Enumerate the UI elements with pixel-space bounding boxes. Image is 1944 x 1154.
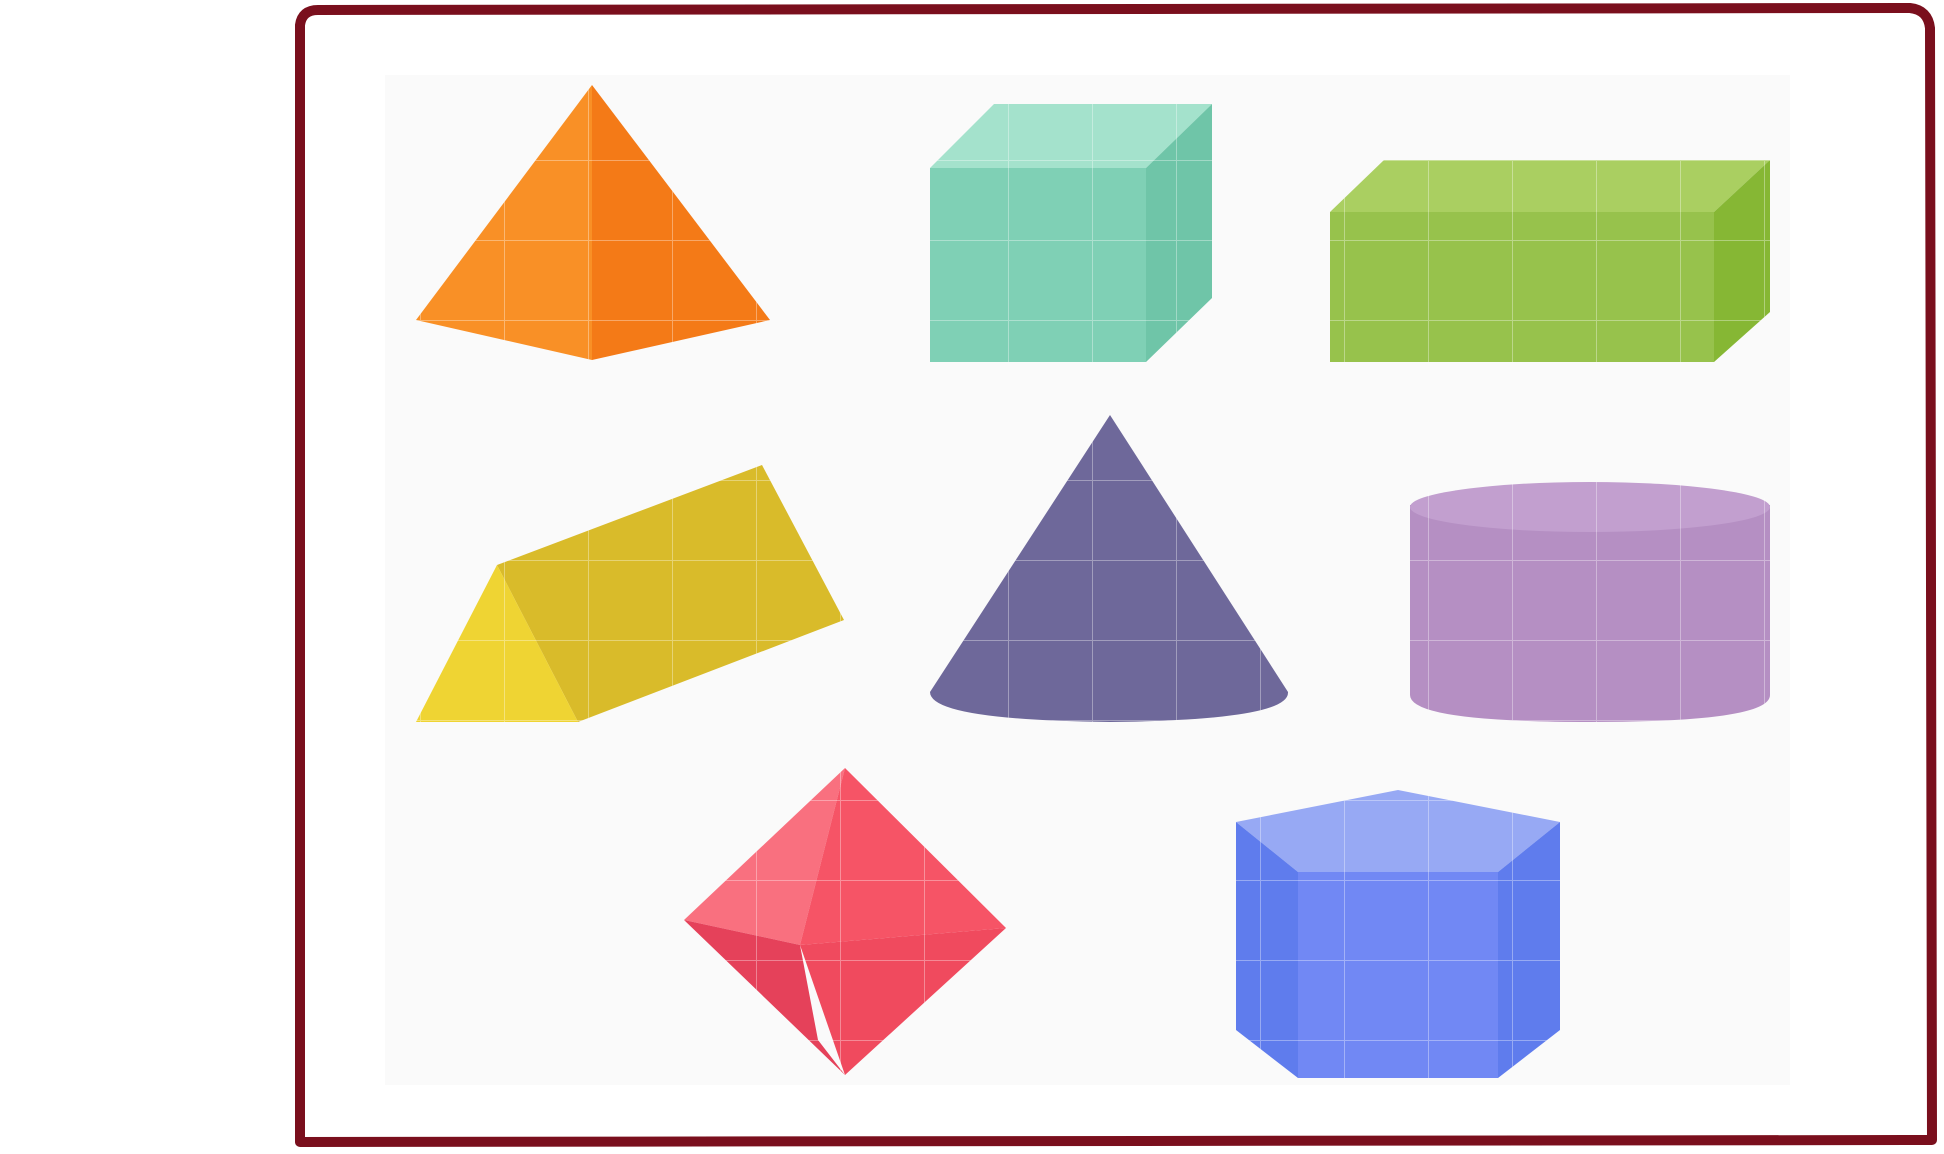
cuboid-shape — [1330, 160, 1770, 362]
octahedron-shape — [684, 768, 1006, 1075]
triangular-prism-shape — [416, 465, 844, 722]
cube-shape — [930, 104, 1212, 362]
hexagonal-prism-shape — [1236, 790, 1560, 1078]
cylinder-shape — [1410, 482, 1770, 722]
frame-border — [295, 3, 1937, 1147]
cone-shape — [930, 415, 1289, 722]
pyramid-shape — [416, 85, 770, 360]
